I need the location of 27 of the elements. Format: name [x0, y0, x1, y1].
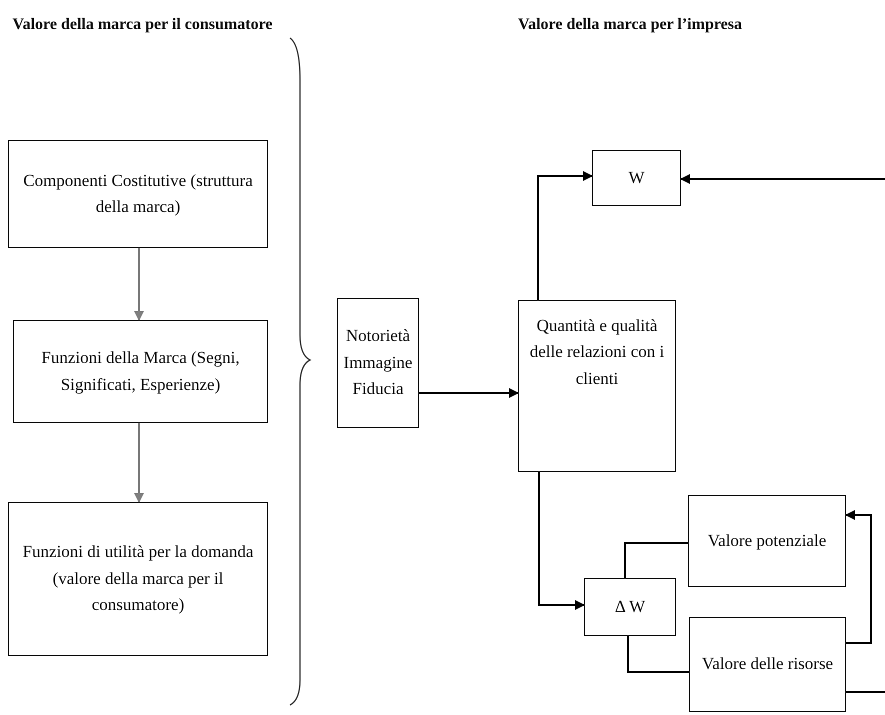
connector-arrow	[538, 472, 585, 610]
box-text: Componenti Costitutive (struttura della marca)	[22, 170, 254, 218]
process-box	[689, 617, 846, 712]
connector-arrow	[134, 423, 144, 503]
column-heading: Valore della marca per il consumatore	[12, 15, 274, 35]
box-text: Valore potenziale	[708, 530, 826, 552]
connector-arrow	[134, 248, 144, 321]
process-box	[584, 578, 676, 636]
process-box	[518, 300, 676, 472]
box-text: Funzioni della Marca (Segni, Significati, Esperienze)	[40, 347, 241, 396]
process-box	[592, 150, 681, 206]
box-text: Funzioni di utilità per la domanda (valore della marca per il consumatore)	[22, 541, 254, 616]
process-box	[8, 140, 268, 248]
process-box	[337, 298, 419, 428]
process-box	[8, 502, 268, 656]
box-text: Quantità e qualità delle relazioni con i clienti	[528, 315, 666, 390]
connector-arrow	[680, 174, 885, 184]
connector-arrow	[845, 510, 872, 644]
process-box	[688, 495, 846, 587]
column-heading: Valore della marca per l’impresa	[517, 15, 743, 35]
box-text: Valore delle risorse	[702, 653, 834, 676]
box-text: Δ W	[614, 596, 646, 618]
process-box	[13, 320, 268, 423]
connector-arrow	[419, 388, 519, 398]
box-text: W	[628, 166, 645, 189]
connector-arrow	[537, 171, 593, 300]
box-text: Notorietà Immagine Fiducia	[344, 325, 412, 400]
